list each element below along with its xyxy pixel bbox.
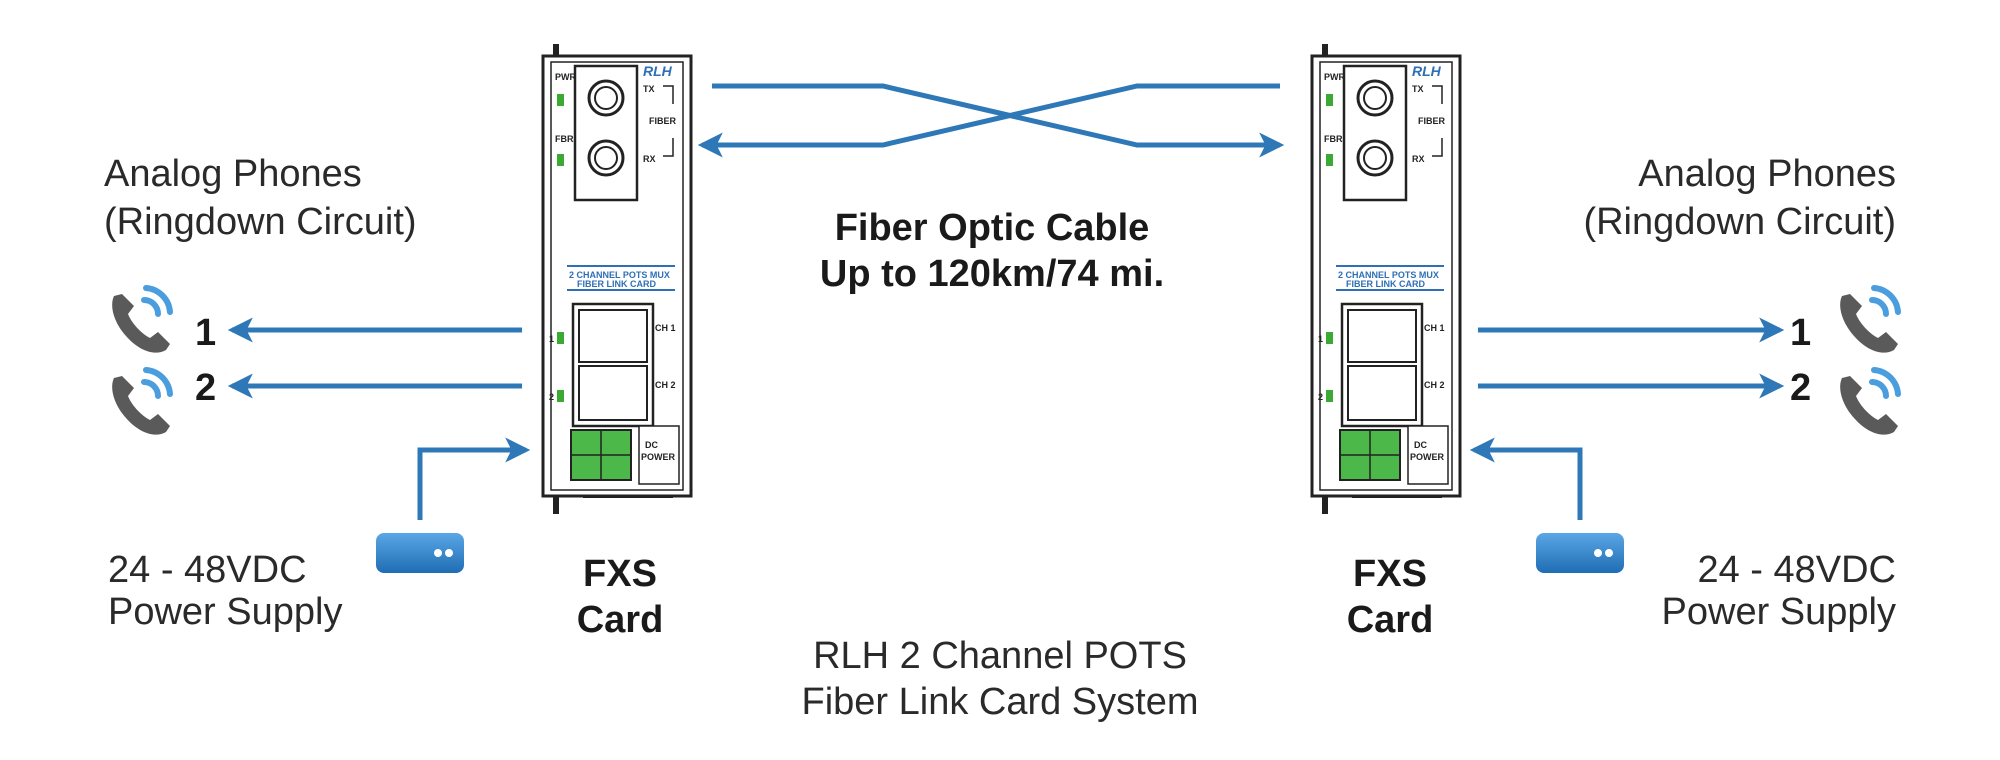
svg-text:TX: TX bbox=[1412, 84, 1424, 94]
left-power-line2: Power Supply bbox=[108, 591, 342, 633]
fiber-rx-to-tx-line bbox=[697, 83, 1280, 158]
fiber-title-line2: Up to 120km/74 mi. bbox=[820, 253, 1164, 295]
right-card-ch1: CH 1 bbox=[1424, 323, 1445, 333]
right-fxs-card-device: PWR FBR TX RX FIBER RLH 2 CHANNEL POTS M… bbox=[1310, 42, 1462, 516]
left-card-dc: DC bbox=[645, 440, 658, 450]
right-phone-2-number: 2 bbox=[1790, 367, 1811, 409]
left-power-arrow bbox=[417, 437, 531, 520]
right-phone-2-icon bbox=[1840, 370, 1898, 435]
fiber-tx-to-rx-line bbox=[712, 83, 1285, 158]
right-card-led2-label: 2 bbox=[1318, 392, 1323, 402]
left-card-label-line1: FXS bbox=[583, 553, 657, 595]
left-card-logo: RLH bbox=[643, 63, 673, 79]
right-card-label-line2: Card bbox=[1347, 599, 1434, 641]
left-card-led2-label: 2 bbox=[549, 392, 554, 402]
left-phones-title-line2: (Ringdown Circuit) bbox=[104, 201, 417, 243]
left-phones-title: Analog Phones (Ringdown Circuit) bbox=[104, 153, 417, 243]
svg-text:PWR: PWR bbox=[1324, 72, 1345, 82]
right-power-supply-icon bbox=[1536, 533, 1624, 573]
left-card-ch2: CH 2 bbox=[655, 380, 676, 390]
left-card-product-line1: 2 CHANNEL POTS MUX bbox=[569, 270, 670, 280]
right-card-dc: DC bbox=[1414, 440, 1427, 450]
svg-text:TX: TX bbox=[643, 84, 655, 94]
right-card-label-line1: FXS bbox=[1353, 553, 1427, 595]
right-phones-title: Analog Phones (Ringdown Circuit) bbox=[1583, 153, 1896, 243]
left-phones-title-line1: Analog Phones bbox=[104, 153, 362, 195]
fiber-title-line1: Fiber Optic Cable bbox=[835, 207, 1150, 249]
svg-text:FIBER: FIBER bbox=[1418, 116, 1446, 126]
left-card-label-line2: Card bbox=[577, 599, 664, 641]
left-phone-2-number: 2 bbox=[195, 367, 216, 409]
left-card-led1-label: 1 bbox=[549, 334, 554, 344]
right-card-led1-label: 1 bbox=[1318, 334, 1323, 344]
left-power-supply-icon bbox=[376, 533, 464, 573]
right-card-product-line2: FIBER LINK CARD bbox=[1346, 279, 1425, 289]
system-title-line1: RLH 2 Channel POTS bbox=[813, 635, 1187, 677]
right-phones-title-line2: (Ringdown Circuit) bbox=[1583, 201, 1896, 243]
right-phone-1-icon bbox=[1840, 288, 1898, 353]
svg-text:FBR: FBR bbox=[1324, 134, 1343, 144]
right-card-product-line1: 2 CHANNEL POTS MUX bbox=[1338, 270, 1439, 280]
right-power-line2: Power Supply bbox=[1662, 591, 1896, 633]
left-card-ch1: CH 1 bbox=[655, 323, 676, 333]
left-card-power: POWER bbox=[641, 452, 676, 462]
left-card-product-line2: FIBER LINK CARD bbox=[577, 279, 656, 289]
left-phone-2-icon bbox=[112, 370, 170, 435]
svg-text:FBR: FBR bbox=[555, 134, 574, 144]
svg-text:PWR: PWR bbox=[555, 72, 576, 82]
right-phones-title-line1: Analog Phones bbox=[1638, 153, 1896, 195]
left-power-line1: 24 - 48VDC bbox=[108, 549, 307, 591]
right-card-power: POWER bbox=[1410, 452, 1445, 462]
svg-text:RX: RX bbox=[1412, 154, 1425, 164]
left-fxs-card-device: PWR FBR TX RX FIBER RLH 2 CHANNEL POTS M… bbox=[541, 42, 693, 516]
right-power-line1: 24 - 48VDC bbox=[1697, 549, 1896, 591]
svg-text:FIBER: FIBER bbox=[649, 116, 677, 126]
left-phone-1-number: 1 bbox=[195, 312, 216, 354]
right-card-ch2: CH 2 bbox=[1424, 380, 1445, 390]
right-phone-1-number: 1 bbox=[1790, 312, 1811, 354]
svg-text:RX: RX bbox=[643, 154, 656, 164]
system-title-line2: Fiber Link Card System bbox=[801, 681, 1198, 723]
right-power-arrow bbox=[1469, 437, 1583, 520]
left-phone-1-icon bbox=[112, 288, 170, 353]
right-card-logo: RLH bbox=[1412, 63, 1442, 79]
